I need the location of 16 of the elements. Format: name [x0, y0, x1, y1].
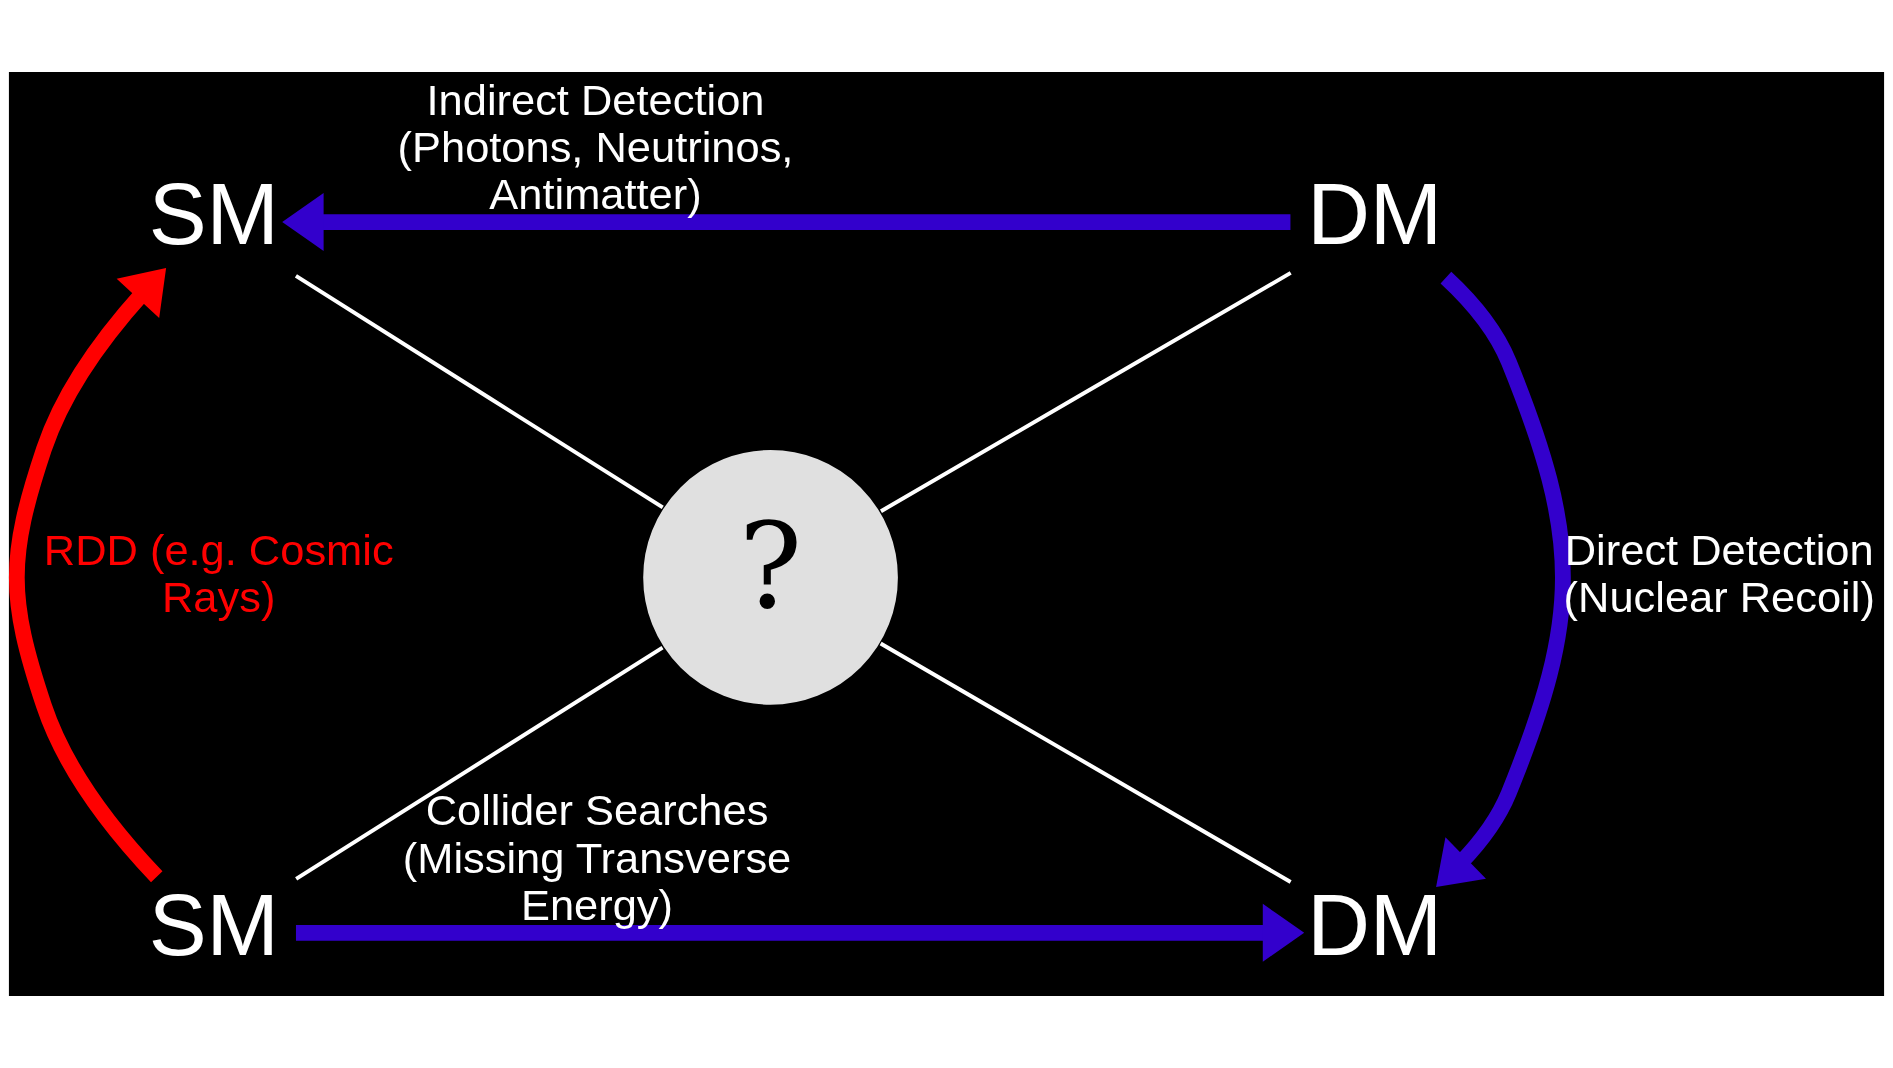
- node-text: DM: [1307, 875, 1443, 973]
- edge-label: Indirect Detection (Photons, Neutrinos, Antimatter): [397, 75, 794, 219]
- arrow: [295, 903, 1305, 962]
- node-circle: ?: [641, 448, 900, 707]
- node-text: SM: [148, 165, 279, 263]
- node-text: SM: [148, 875, 279, 973]
- arrow: [1436, 271, 1571, 887]
- node-text: DM: [1307, 165, 1443, 263]
- arrow: [8, 268, 167, 883]
- connector: [879, 641, 1292, 884]
- connector: [879, 271, 1292, 513]
- connector: [295, 645, 664, 881]
- connector: [294, 274, 664, 510]
- edge-label: RDD (e.g. Cosmic Rays): [43, 525, 394, 622]
- edge-label: Collider Searches (Missing Transverse Energy): [402, 786, 792, 930]
- arrow: [282, 193, 1291, 252]
